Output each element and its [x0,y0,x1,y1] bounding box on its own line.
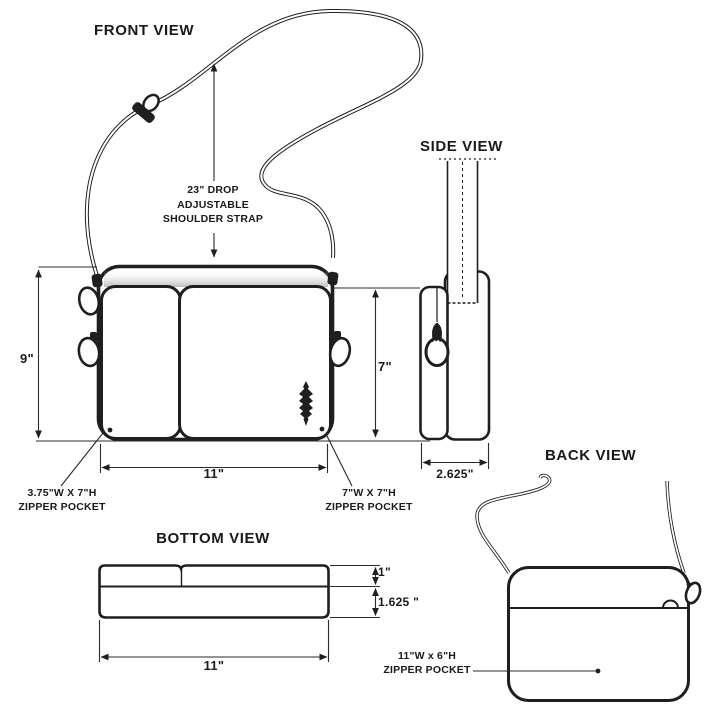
bottom-view-drawing [98,564,330,619]
back-pocket-label: 11"W x 6"H ZIPPER POCKET [383,650,470,677]
right-pocket-size: 7"W X 7"H [342,487,396,499]
right-pocket-type: ZIPPER POCKET [325,500,413,513]
leader-dots [107,426,601,674]
leader-right-pocket [325,433,353,487]
back-pocket-size: 11"W x 6"H [397,650,457,662]
left-pocket-type: ZIPPER POCKET [18,500,106,513]
dim-front-height: 9" [20,351,34,366]
back-strap-right [665,480,686,574]
strap-adjuster-icon [132,93,160,123]
dim-side-depth: 2.625" [436,467,474,481]
zipper-pull-icon [328,331,352,368]
left-pocket-label: 3.75"W X 7"H ZIPPER POCKET [18,487,105,514]
flap-shadow [104,270,328,287]
zipper-pull-icon [77,286,101,316]
front-strap-path [84,8,424,277]
back-view-title: BACK VIEW [545,447,637,464]
right-pocket-label: 7"W X 7"H ZIPPER POCKET [325,487,412,514]
bottom-view-title: BOTTOM VIEW [156,530,270,547]
left-pocket-size: 3.75"W X 7"H [27,487,97,499]
front-left-pocket [100,285,182,440]
dim-front-width: 11" [203,466,225,481]
dimension-lines [35,63,598,672]
zipper-pull-icon [662,577,702,609]
strap-annotation: 23" DROP ADJUSTABLE SHOULDER STRAP [163,183,263,227]
dim-bottom-front-depth: 1" [378,565,391,579]
feather-icon [299,381,313,426]
zipper-pull-icon [424,322,450,367]
strap-annotation-line1: 23" DROP [187,184,239,196]
strap-annotation-line2: ADJUSTABLE [177,198,249,211]
dim-side-height: 7" [378,359,392,374]
side-strap [439,158,496,304]
leader-left-pocket [60,432,104,487]
side-view-drawing [419,158,496,441]
back-view-drawing [475,473,702,702]
zipper-pull-icon [77,332,101,368]
strap-tab-left-icon [91,273,103,288]
strap-annotation-line3: SHOULDER STRAP [162,213,264,225]
side-view-title: SIDE VIEW [420,138,503,155]
back-pocket-type: ZIPPER POCKET [383,663,471,676]
strap-tab-right-icon [327,271,339,286]
dim-bottom-width: 11" [203,658,225,673]
back-strap-left [475,473,552,574]
front-right-pocket [178,285,332,440]
front-view-title: FRONT VIEW [94,22,195,39]
front-view-drawing [77,264,352,442]
dim-bottom-base-depth: 1.625 " [378,595,420,609]
